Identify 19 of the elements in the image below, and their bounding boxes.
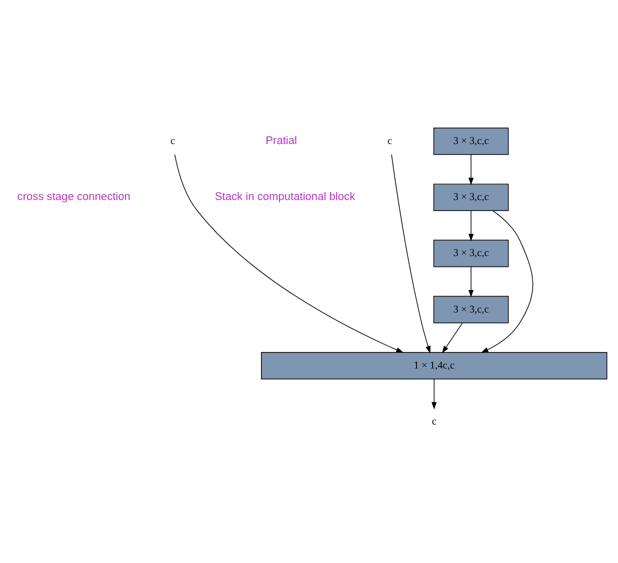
- arrow: [442, 322, 463, 354]
- node-box: 3 × 3,c,c: [433, 184, 509, 211]
- node-box: 1 × 1,4c,c: [261, 352, 608, 380]
- arrow: [174, 154, 404, 353]
- label: Stack in computational block: [214, 190, 356, 203]
- arrow: [468, 210, 474, 242]
- node-box: 3 × 3,c,c: [433, 128, 509, 155]
- node-text: c: [388, 136, 392, 147]
- arrow: [468, 266, 474, 298]
- arrow: [468, 154, 474, 186]
- node-text: c: [432, 416, 436, 428]
- node-box: 3 × 3,c,c: [433, 296, 509, 324]
- node-text: c: [170, 136, 176, 147]
- arrow: [480, 210, 534, 353]
- label: Pratial: [266, 134, 297, 147]
- arrow: [391, 154, 431, 354]
- label: cross stage connection: [17, 190, 130, 203]
- node-box: 3 × 3,c,c: [433, 240, 509, 268]
- arrow: [432, 378, 437, 410]
